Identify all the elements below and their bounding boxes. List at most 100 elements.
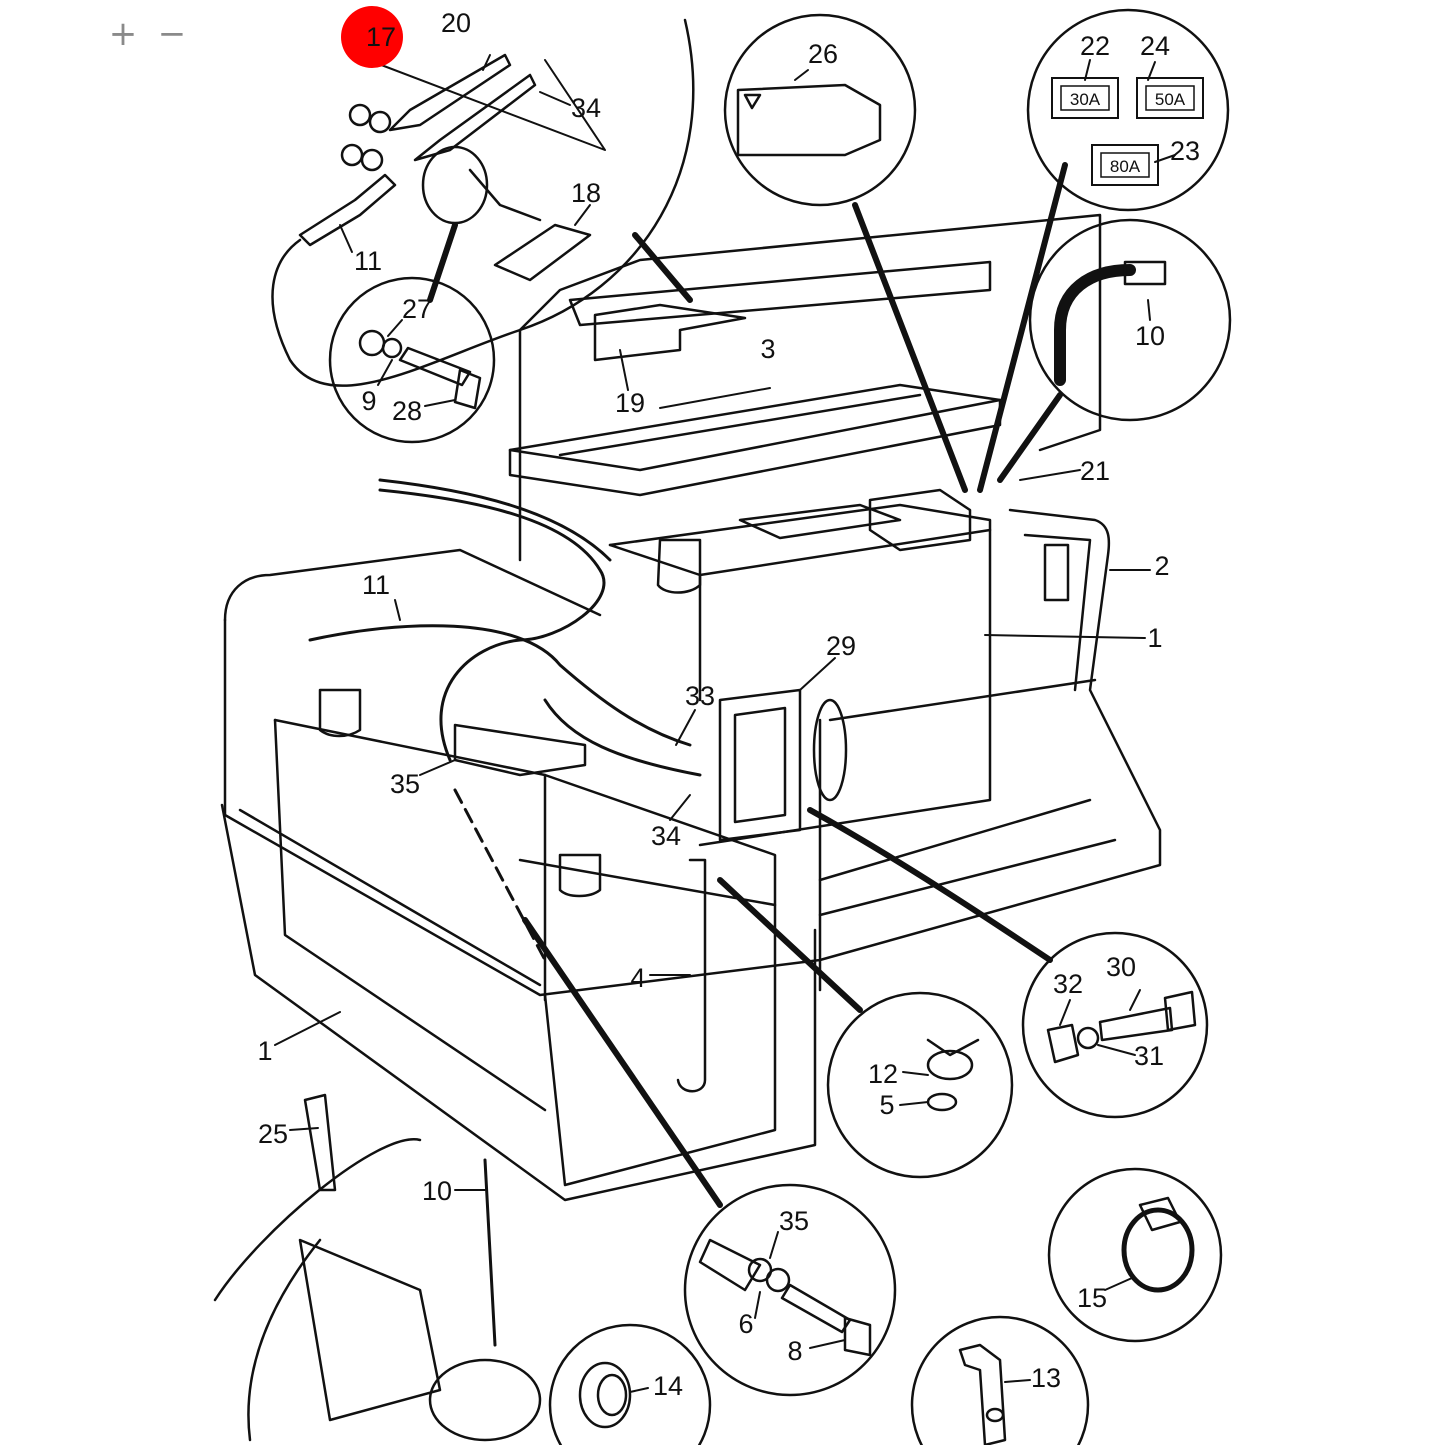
callout-label-24: 24 [1140,31,1170,61]
bolt-28-shank [398,346,472,387]
front-battery [273,718,777,1187]
terminal-lug-34 [413,73,537,162]
cable-11 [308,624,692,747]
detail-fuses [1026,8,1230,212]
callout-label-23: 23 [1170,136,1200,166]
rear-battery [608,503,992,847]
fuse-box-50A [1136,77,1204,119]
bracket-19 [593,303,747,362]
callout-label-11: 11 [362,570,390,600]
zoom-in-button[interactable]: + [103,14,143,54]
pointer-fuses [977,162,1068,493]
bolt-30-head [1163,990,1197,1032]
callout-label-5: 5 [879,1090,894,1120]
callout-label-32: 32 [1053,969,1083,999]
starter-outline-1 [213,1138,422,1302]
callout-label-20: 20 [441,8,471,38]
cable-34 [543,698,702,777]
hold-down-rod [676,858,707,1093]
label-warning-icon [743,93,762,110]
detail-12-5 [826,991,1014,1179]
callout-label-34: 34 [571,93,601,123]
starter-body [298,1238,442,1422]
highlight-marker[interactable]: 17 [341,6,403,68]
callout-label-34: 34 [651,821,681,851]
back-panel [518,213,1102,452]
box-shell-right [818,508,1162,992]
rear-terminal [656,538,702,594]
front-battery-side [273,718,547,1112]
detail-26 [723,13,917,207]
callout-label-31: 31 [1134,1041,1164,1071]
washer-31 [1076,1026,1100,1050]
callout-label-21: 21 [1080,456,1110,486]
back-panel-rim [568,260,992,327]
rear-battery-cap [738,503,902,540]
bolt-8-shank [780,1283,852,1334]
pointer-12 [717,877,863,1013]
callout-label-9: 9 [361,386,376,416]
hose-clip-screw [1138,1196,1182,1232]
washer-5 [926,1092,958,1112]
front-battery-cap [453,723,587,777]
callout-label-27: 27 [402,294,432,324]
box-shell-inner [1023,533,1092,692]
fuse-box-inner-30A [1060,85,1110,111]
starter-outline-2 [247,1238,322,1442]
washer-27 [358,329,386,357]
front-battery-band [518,858,777,907]
detail-14 [548,1323,712,1450]
leader-18 [354,54,606,151]
detail-35-8 [683,1183,897,1397]
callout-label-4: 4 [630,963,645,993]
callout-labels: 1123456891010111112131415181920212223242… [257,8,1200,1401]
callout-label-11: 11 [354,246,382,276]
drawing [213,8,1232,1450]
bolt-30-shank [1098,1006,1174,1042]
highlight-marker-circle[interactable] [341,6,403,68]
callout-label-10: 10 [1135,321,1165,351]
terminal-cover [868,488,972,552]
callout-label-2: 2 [1154,551,1169,581]
nut-32 [1046,1023,1080,1064]
bracket-25 [303,1093,337,1192]
starter-end [428,1358,542,1442]
detail-13 [910,1315,1090,1450]
wing-nut-wings [926,1038,980,1057]
hose-clip-15 [1121,1207,1195,1293]
wing-nut-12 [926,1049,974,1081]
callout-label-29: 29 [826,631,856,661]
callout-label-35: 35 [779,1206,809,1236]
bolt-28-head [453,368,482,410]
nut-upper [348,103,372,127]
pointer-26 [852,202,968,493]
shelf-rail-3 [828,678,1097,722]
detail-circle-top-left [271,18,695,387]
pointer-10 [997,392,1063,483]
zoom-out-button[interactable]: − [152,14,192,54]
callout-label-6: 6 [738,1309,753,1339]
detail-30-32 [1021,931,1209,1119]
callout-label-28: 28 [392,396,422,426]
fuse-box-inner-80A [1100,152,1150,178]
elbow-boot-10 [1054,264,1136,386]
nut-lower [340,143,364,167]
callout-label-12: 12 [868,1059,898,1089]
callout-label-10: 10 [422,1176,452,1206]
pointer-35-dashed [453,788,547,962]
callout-label-15: 15 [1077,1283,1107,1313]
pointer-27 [427,222,458,303]
callout-label-14: 14 [653,1371,683,1401]
fuse-box-30A [1051,77,1119,119]
terminal-lug-11 [298,173,397,247]
callout-label-22: 22 [1080,31,1110,61]
callout-label-26: 26 [808,39,838,69]
shelf-rail-1 [818,798,1092,882]
callout-label-3: 3 [760,334,775,364]
callout-label-8: 8 [787,1336,802,1366]
cable-35 [378,488,606,762]
fuse-label-50A: 50A [1155,90,1186,109]
isolator-knob [812,698,848,802]
left-box-shell [223,618,822,997]
